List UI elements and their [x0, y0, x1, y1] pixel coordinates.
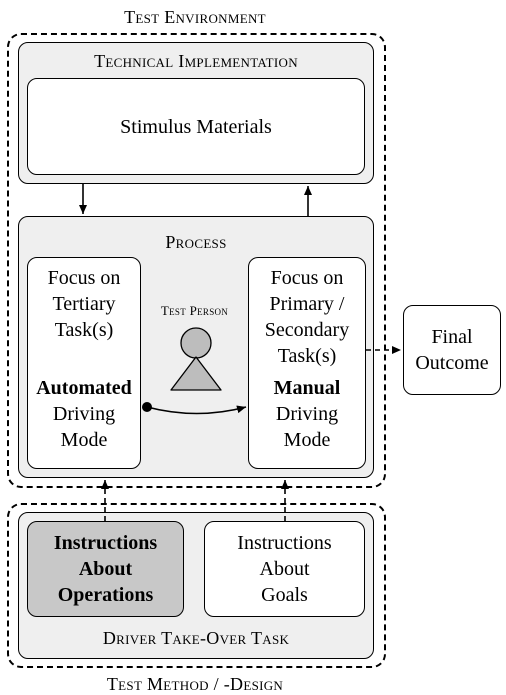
test-environment-container — [7, 33, 386, 488]
instructions-goals-box: Instructions About Goals — [204, 521, 365, 617]
final-outcome-text: Final Outcome — [415, 324, 488, 376]
test-person-icon — [170, 327, 222, 391]
primary-focus-line-3: Secondary — [264, 319, 350, 341]
operations-line-3: Operations — [57, 584, 154, 606]
manual-mode-box: Focus on Primary / Secondary Task(s) Man… — [248, 257, 366, 469]
automated-mode-box: Focus on Tertiary Task(s) Automated Driv… — [27, 257, 141, 469]
tertiary-focus-line-2: Tertiary — [52, 293, 116, 315]
goals-line-3: Goals — [261, 584, 308, 606]
automated-label: Automated — [36, 377, 132, 399]
goals-line-2: About — [259, 558, 310, 580]
tertiary-focus-line-1: Focus on — [47, 267, 121, 289]
test-person-label: Test Person — [160, 303, 229, 318]
final-outcome-line-1: Final — [431, 326, 473, 348]
instructions-goals-text: Instructions About Goals — [237, 530, 331, 608]
operations-line-1: Instructions — [53, 532, 158, 554]
test-method-container — [7, 503, 386, 668]
driver-task-label: Driver Take-Over Task — [102, 628, 290, 648]
automated-mode-text: Focus on Tertiary Task(s) Automated Driv… — [36, 265, 132, 453]
automated-mode-line-2: Mode — [60, 429, 108, 451]
test-environment-label: Test Environment — [124, 7, 266, 27]
primary-focus-line-2: Primary / — [269, 293, 345, 315]
final-outcome-box: Final Outcome — [403, 305, 501, 395]
automated-mode-line-1: Driving — [52, 403, 116, 425]
manual-mode-line-2: Mode — [283, 429, 331, 451]
operations-line-2: About — [78, 558, 133, 580]
tertiary-focus-line-3: Task(s) — [54, 319, 114, 341]
manual-mode-text: Focus on Primary / Secondary Task(s) Man… — [265, 265, 349, 453]
manual-mode-line-1: Driving — [275, 403, 339, 425]
process-label: Process — [165, 232, 227, 252]
primary-focus-line-4: Task(s) — [277, 345, 337, 367]
transition-arrow — [146, 405, 247, 415]
goals-line-1: Instructions — [237, 532, 332, 554]
instructions-operations-text: Instructions About Operations — [54, 530, 157, 608]
final-outcome-line-2: Outcome — [415, 352, 489, 374]
test-method-label: Test Method / -Design — [106, 674, 284, 694]
stimulus-materials-box: Stimulus Materials — [27, 78, 365, 175]
stimulus-materials-label: Stimulus Materials — [120, 115, 272, 138]
manual-label: Manual — [273, 377, 341, 399]
technical-implementation-label: Technical Implementation — [94, 51, 298, 71]
instructions-operations-box: Instructions About Operations — [27, 521, 184, 617]
primary-focus-line-1: Focus on — [270, 267, 344, 289]
